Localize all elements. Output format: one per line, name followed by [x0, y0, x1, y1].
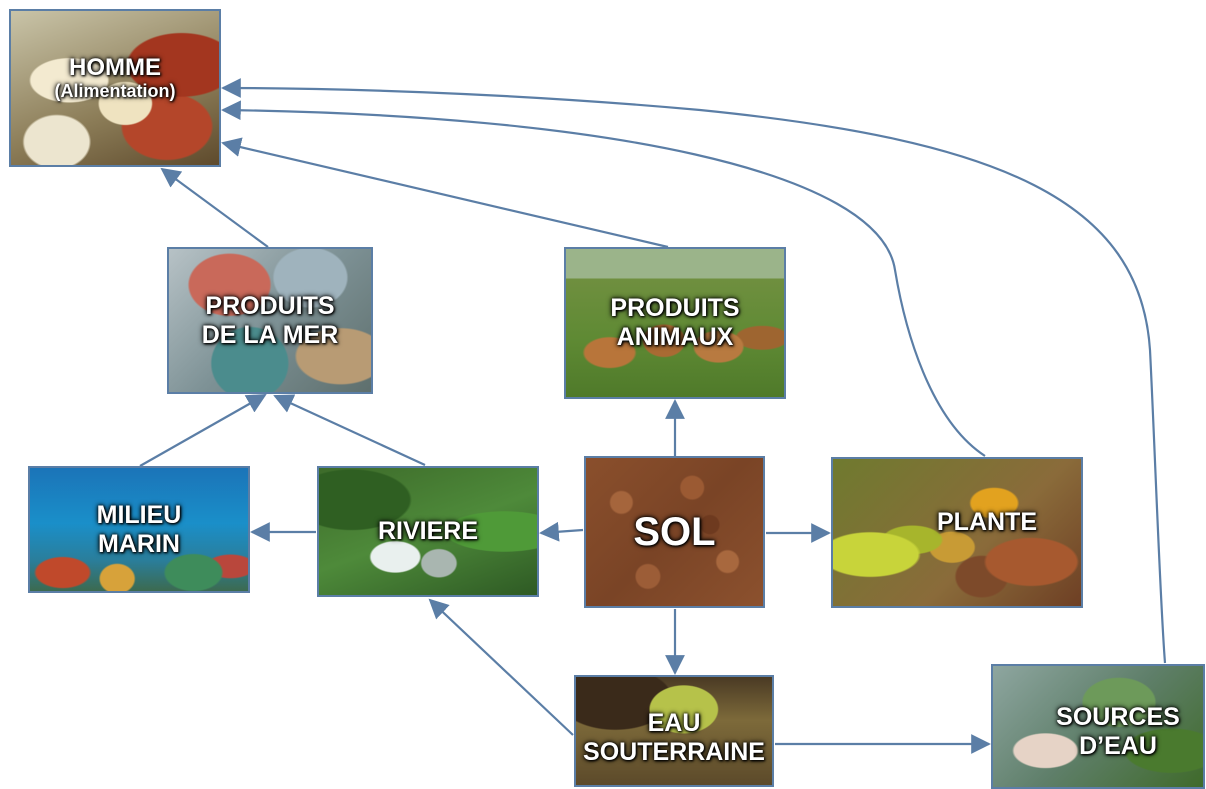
node-eau-souterraine-label: EAU SOUTERRAINE — [583, 709, 765, 767]
spring-water-photo — [993, 666, 1203, 787]
arrow-produits-animaux-to-homme — [221, 137, 669, 249]
node-produits-mer-label: PRODUITS DE LA MER — [202, 292, 339, 350]
node-eau-souterraine-line2: SOUTERRAINE — [583, 738, 765, 766]
node-produits-animaux-line2: ANIMAUX — [616, 323, 734, 351]
livestock-photo — [566, 249, 784, 397]
arrow-sol-to-riviere — [539, 521, 584, 542]
node-homme-subtitle: (Alimentation) — [54, 81, 176, 102]
groundwater-photo — [576, 677, 772, 785]
node-plante: PLANTE — [831, 457, 1083, 608]
arrow-sources-to-homme — [221, 78, 1167, 664]
node-produits-mer-line1: PRODUITS — [205, 291, 335, 320]
node-homme-title: HOMME — [69, 53, 161, 81]
arrow-eau-souterraine-to-riviere — [428, 598, 574, 736]
arrow-milieu-marin-to-produits-mer — [139, 394, 267, 467]
node-produits-animaux-line1: PRODUITS — [610, 294, 740, 323]
node-produits-animaux: PRODUITS ANIMAUX — [564, 247, 786, 399]
node-sources-eau-line1: SOURCES — [1056, 702, 1180, 731]
node-plante-label: PLANTE — [937, 508, 1037, 537]
node-homme: HOMME (Alimentation) — [9, 9, 221, 167]
node-produits-animaux-label: PRODUITS ANIMAUX — [610, 294, 739, 352]
node-riviere-label: RIVIERE — [377, 517, 479, 546]
node-eau-souterraine: EAU SOUTERRAINE — [574, 675, 774, 787]
arrow-plante-to-homme — [221, 100, 986, 457]
node-sources-eau: SOURCES D’EAU — [991, 664, 1205, 789]
node-riviere: RIVIERE — [317, 466, 539, 597]
seafood-photo — [169, 249, 371, 392]
node-sources-eau-label: SOURCES D’EAU — [1056, 703, 1180, 761]
node-sources-eau-line2: D’EAU — [1079, 731, 1157, 760]
node-produits-mer-line2: DE LA MER — [201, 320, 339, 349]
node-milieu-marin-line1: MILIEU — [96, 500, 182, 529]
node-milieu-marin-label: MILIEU MARIN — [97, 501, 182, 559]
coral-reef-photo — [30, 468, 248, 591]
food-photo — [11, 11, 219, 165]
node-milieu-marin-line2: MARIN — [98, 529, 180, 558]
node-eau-souterraine-line1: EAU — [647, 709, 701, 738]
node-milieu-marin: MILIEU MARIN — [28, 466, 250, 593]
arrow-riviere-to-produits-mer — [273, 394, 426, 466]
river-photo — [319, 468, 537, 595]
node-sol-label: SOL — [633, 510, 716, 554]
node-produits-mer: PRODUITS DE LA MER — [167, 247, 373, 394]
node-homme-label: HOMME (Alimentation) — [55, 54, 176, 102]
soil-photo — [586, 458, 763, 606]
node-sol: SOL — [584, 456, 765, 608]
arrow-produits-mer-to-homme — [160, 167, 269, 248]
plants-produce-photo — [833, 459, 1081, 606]
